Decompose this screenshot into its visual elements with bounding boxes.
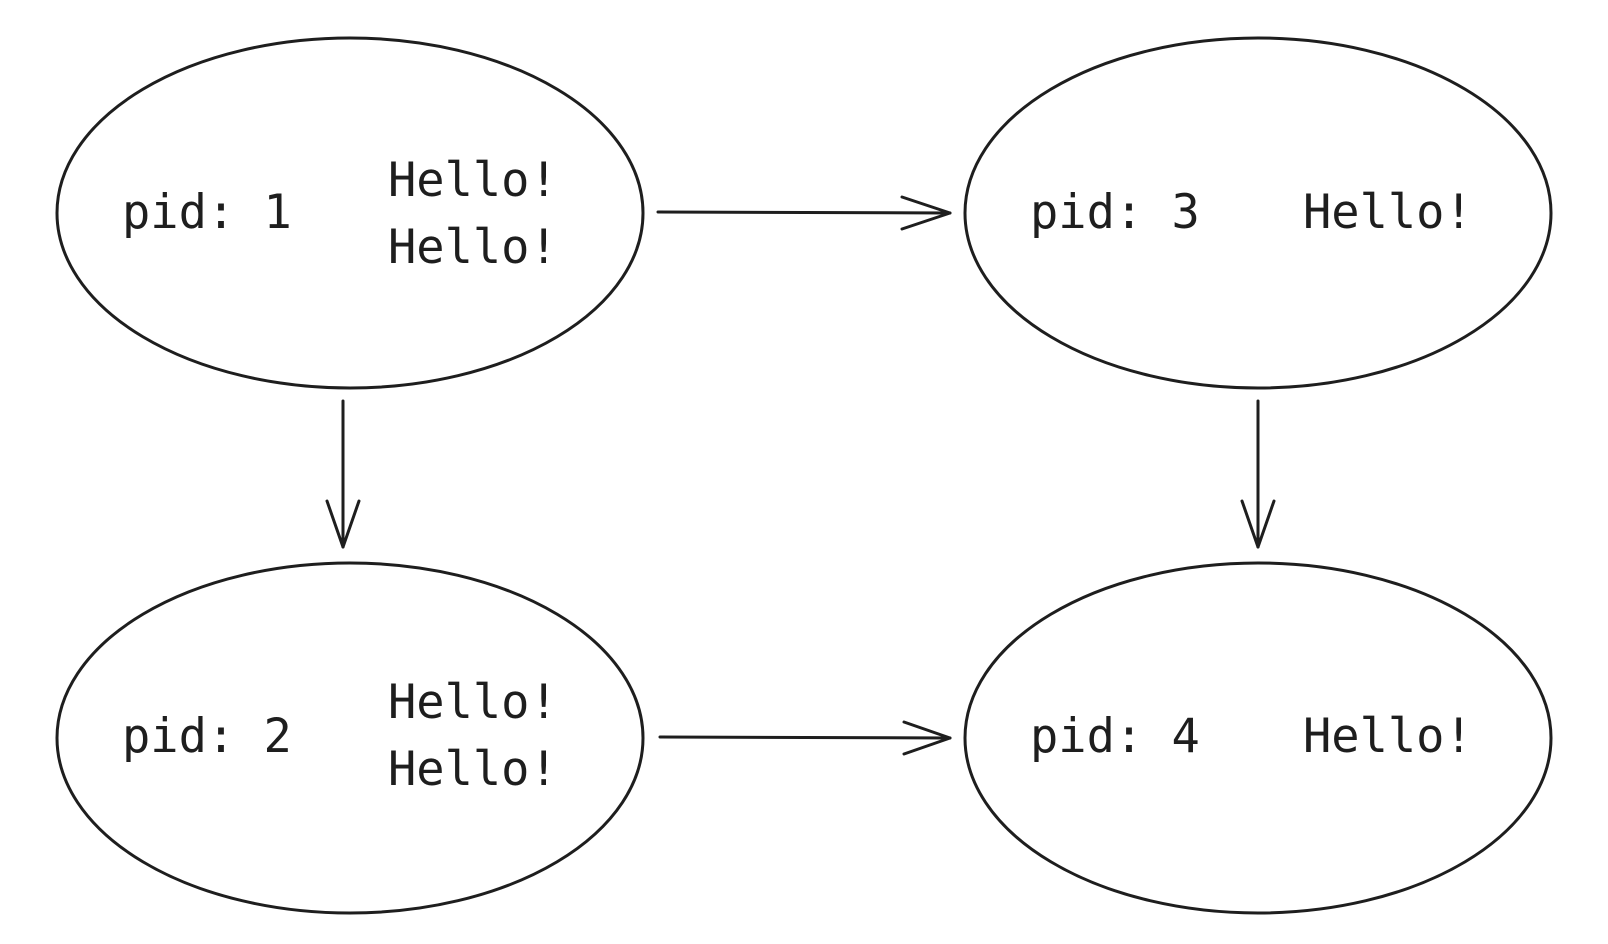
arrowhead-icon (325, 499, 361, 549)
edge-pid2-to-pid4 (658, 720, 952, 756)
process-node-2-pid-label: pid: 2 (122, 709, 292, 764)
arrowhead-icon (1240, 499, 1276, 549)
arrowhead-icon (902, 720, 952, 756)
arrowhead-icon (900, 195, 952, 231)
process-node-2: pid: 2 Hello! Hello! (55, 561, 645, 915)
edge-pid1-to-pid3 (656, 195, 952, 231)
process-node-2-ellipse (55, 561, 645, 915)
process-node-4: pid: 4 Hello! (963, 561, 1553, 915)
process-node-2-message-2: Hello! (388, 742, 558, 797)
process-node-1-pid-label: pid: 1 (122, 185, 292, 240)
process-node-3-pid-label: pid: 3 (1030, 185, 1200, 240)
process-node-3-message-1: Hello! (1303, 185, 1473, 240)
edge-pid3-to-pid4 (1240, 399, 1276, 549)
process-node-1-ellipse (55, 36, 645, 390)
process-node-2-message-1: Hello! (388, 675, 558, 730)
process-node-4-message-1: Hello! (1303, 709, 1473, 764)
edge-pid1-to-pid3-line (656, 210, 952, 215)
process-node-1: pid: 1 Hello! Hello! (55, 36, 645, 390)
process-node-1-message-2: Hello! (388, 220, 558, 275)
process-node-3: pid: 3 Hello! (963, 36, 1553, 390)
process-node-1-message-1: Hello! (388, 153, 558, 208)
edge-pid1-to-pid2 (325, 399, 361, 549)
edge-pid2-to-pid4-line (658, 735, 952, 740)
process-node-4-pid-label: pid: 4 (1030, 709, 1200, 764)
process-node-3-ellipse (963, 36, 1553, 390)
process-node-4-ellipse (963, 561, 1553, 915)
